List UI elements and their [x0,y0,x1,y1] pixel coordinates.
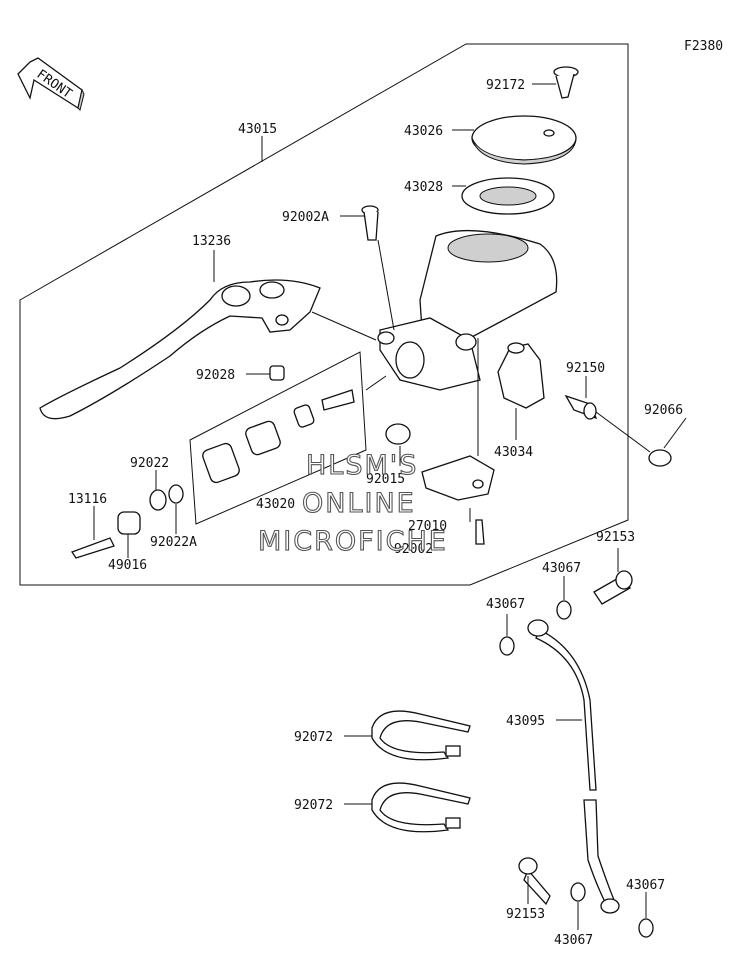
label-13116: 13116 [68,492,107,507]
label-92153-bottom: 92153 [506,907,545,922]
label-92150: 92150 [566,361,605,376]
label-92028: 92028 [196,368,235,383]
label-92022A: 92022A [150,535,197,550]
piston-kit-outline [189,351,367,525]
label-92172: 92172 [486,78,525,93]
watermark-line-1: HLSM'S [306,450,418,481]
clamp-43034 [497,342,545,409]
hose-clamp-92072-b [371,782,471,833]
label-92072-lower: 92072 [294,798,333,813]
leader-lines [93,83,687,930]
label-92015: 92015 [366,472,405,487]
screw-92172 [553,66,579,99]
washer-92022 [149,489,167,511]
label-43067-right: 43067 [626,878,665,893]
reservoir-cover-43026 [471,115,577,165]
switch-27010 [421,455,495,501]
banjo-bolt-92153-bottom [518,857,551,906]
label-43034: 43034 [494,445,533,460]
hose-clamp-92072-a [371,710,471,761]
banjo-bolt-92153-top [593,570,633,605]
washer-43067-d [638,918,654,938]
washer-43067-b [556,600,572,620]
label-13236: 13236 [192,234,231,249]
watermark: HLSM'S ONLINE MICROFICHE [257,449,448,557]
label-27010: 27010 [408,519,447,534]
label-92002: 92002 [394,542,433,557]
master-cylinder-body [377,229,558,391]
watermark-line-3: MICROFICHE [258,526,448,557]
screw-92002A [361,205,379,241]
pushrod-13116 [71,537,115,559]
boot-49016 [117,511,141,535]
bolt-92150 [564,394,598,420]
bushing-92015 [385,423,411,445]
diagram-code: F2380 [684,39,723,54]
label-43028: 43028 [404,180,443,195]
label-43095: 43095 [506,714,545,729]
label-43020: 43020 [256,497,295,512]
washer-43067-a [499,636,515,656]
label-43067-upper: 43067 [542,561,581,576]
label-49016: 49016 [108,558,147,573]
label-92153-top: 92153 [596,530,635,545]
screw-92002 [475,519,485,545]
washer-43067-c [570,882,586,902]
assembly-outline [19,43,629,586]
label-43067-bottom: 43067 [554,933,593,948]
piston-kit-43020 [202,389,355,484]
pin-92028 [269,365,285,381]
label-43026: 43026 [404,124,443,139]
cap-92066 [648,449,672,467]
label-92072-upper: 92072 [294,730,333,745]
watermark-line-2: ONLINE [302,488,416,519]
part-labels: 92172 43026 43015 43028 92002A 13236 921… [68,78,683,948]
front-arrow-icon: FRONT [17,57,85,111]
lever-13236 [39,279,321,420]
label-92022: 92022 [130,456,169,471]
washer-92022A [168,484,184,504]
hose-43095 [527,619,620,914]
label-43067-left: 43067 [486,597,525,612]
label-92066: 92066 [644,403,683,418]
label-92002A: 92002A [282,210,329,225]
label-43015: 43015 [238,122,277,137]
diaphragm-43028 [461,177,555,215]
